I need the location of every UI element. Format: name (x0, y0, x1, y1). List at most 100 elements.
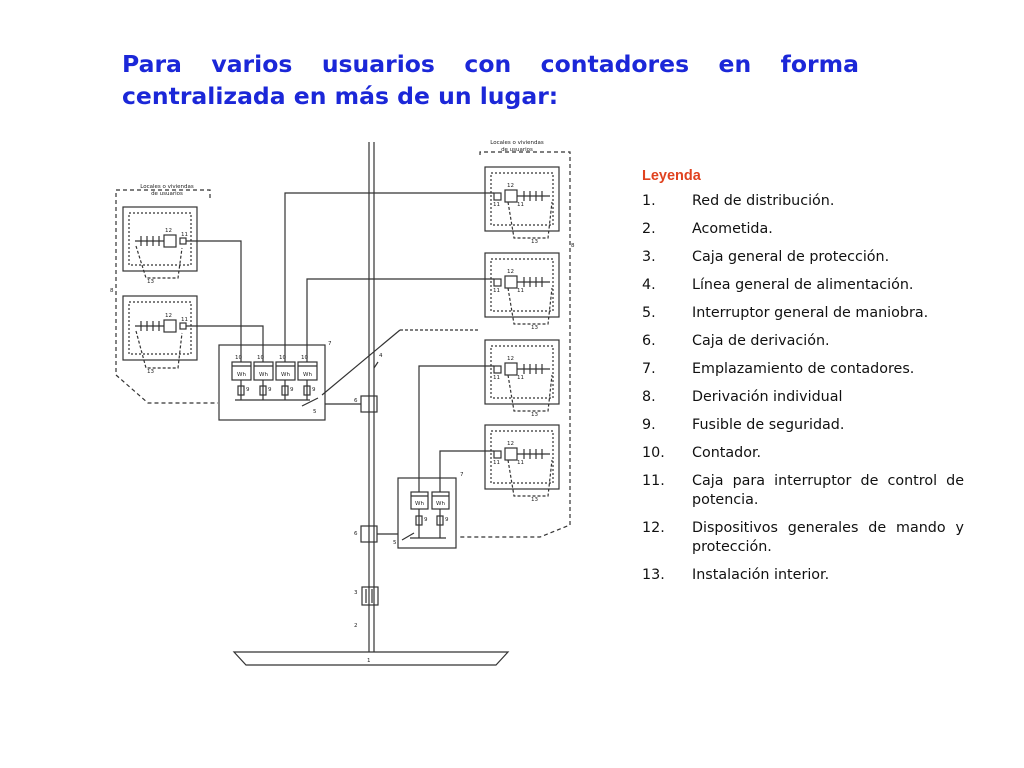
legend-item: 1. Red de distribución. (642, 192, 964, 211)
callout-8-left: 8 (110, 288, 114, 294)
dwelling-right-2 (484, 252, 560, 325)
callout-10: 10 (301, 355, 308, 361)
legend-item-number: 9. (642, 417, 656, 433)
callout-9: 9 (268, 387, 272, 393)
legend-item-number: 7. (642, 361, 656, 377)
meter-label: Wh (303, 372, 312, 378)
callout-11: 11 (517, 288, 524, 294)
legend-item: 4.Línea general de alimentación. (642, 276, 964, 295)
callout-12: 12 (507, 441, 514, 447)
callout-13: 13 (531, 497, 538, 503)
callout-4: 4 (379, 353, 383, 359)
legend-item-number: 11. (642, 473, 665, 489)
general-protection-box (361, 586, 379, 606)
callout-11: 11 (517, 375, 524, 381)
callout-2: 2 (354, 623, 358, 629)
legend-item: 11.Caja para interruptor de control de p… (642, 472, 964, 510)
callout-12: 12 (507, 183, 514, 189)
dwelling-right-1 (484, 166, 560, 239)
group-label-right-line2: de usuarios (501, 147, 533, 153)
slide-title: Para varios usuarios con contadores en f… (122, 50, 859, 110)
distribution-network (232, 651, 510, 666)
callout-12: 12 (507, 356, 514, 362)
callout-11: 11 (493, 202, 500, 208)
callout-1: 1 (367, 658, 371, 664)
legend-item: 7. Emplazamiento de contadores. (642, 360, 964, 379)
callout-12: 12 (165, 313, 172, 319)
callout-11: 11 (493, 288, 500, 294)
legend-item-number: 6. (642, 333, 656, 349)
group-label-left-line2: de usuarios (151, 191, 183, 197)
legend-item: 13. Instalación interior. (642, 566, 964, 585)
legend-item-text: Emplazamiento de contadores. (692, 361, 915, 377)
legend-heading: Leyenda (642, 168, 701, 184)
legend-item: 12. Dispositivos generales de mando y pro… (642, 519, 964, 557)
legend-item-text: Red de distribución. (692, 193, 835, 209)
callout-11: 11 (517, 460, 524, 466)
callout-6-upper: 6 (354, 398, 358, 404)
legend-item: 8. Derivación individual (642, 388, 964, 407)
meter-label: Wh (436, 501, 445, 507)
dwelling-right-3 (484, 339, 560, 412)
callout-9: 9 (246, 387, 250, 393)
callout-7-upper: 7 (328, 341, 332, 347)
meter-group-upper (231, 361, 318, 400)
group-label-left-line1: Locales o viviendas (140, 184, 194, 190)
meter-label: Wh (415, 501, 424, 507)
callout-13: 13 (531, 325, 538, 331)
callout-13: 13 (147, 369, 154, 375)
group-label-right-line1: Locales o viviendas (490, 140, 544, 146)
callout-12: 12 (165, 228, 172, 234)
legend-list: 1. Red de distribución. 2. Acometida. 3. Ca… (642, 192, 964, 585)
callout-3: 3 (354, 590, 358, 596)
callout-6-lower: 6 (354, 531, 358, 537)
callout-5: 5 (313, 409, 317, 415)
legend-item-text: Derivación individual (692, 389, 843, 405)
legend-item-number: 3. (642, 249, 656, 265)
legend-item-number: 1. (642, 193, 656, 209)
legend-item: 5.Interruptor general de maniobra. (642, 304, 964, 323)
callout-13: 13 (531, 412, 538, 418)
meter-label: Wh (237, 372, 246, 378)
legend: Leyenda 1. Red de distribución. 2. Acometi… (642, 168, 964, 594)
legend-item-number: 13. (642, 567, 665, 583)
callout-10: 10 (235, 355, 242, 361)
legend-item: 10. Contador. (642, 444, 964, 463)
legend-item-number: 10. (642, 445, 665, 461)
legend-item-number: 2. (642, 221, 656, 237)
meter-group-lower (410, 491, 450, 538)
legend-item-text: Fusible de seguridad. (692, 417, 845, 433)
callout-10: 10 (257, 355, 264, 361)
callout-9: 9 (290, 387, 294, 393)
legend-item-number: 5. (642, 305, 656, 321)
legend-item-text: Acometida. (692, 221, 773, 237)
callout-11: 11 (493, 460, 500, 466)
callout-11: 11 (493, 375, 500, 381)
callout-13: 13 (531, 239, 538, 245)
callout-9: 9 (445, 517, 449, 523)
legend-item-number: 12. (642, 520, 665, 536)
callout-11: 11 (181, 232, 188, 238)
callout-10: 10 (279, 355, 286, 361)
meter-emplacement-lower (397, 477, 457, 549)
callout-8-right: 8 (571, 243, 575, 249)
legend-item-text: Caja de derivación. (692, 333, 830, 349)
legend-item: 6. Caja de derivación. (642, 332, 964, 351)
dwelling-left-2 (122, 295, 198, 369)
legend-item-number: 8. (642, 389, 656, 405)
legend-item-text: Contador. (692, 445, 762, 461)
dwelling-right-4 (484, 424, 560, 497)
callout-9: 9 (424, 517, 428, 523)
callout-12: 12 (507, 269, 514, 275)
legend-item-text: Caja general de protección. (692, 249, 890, 265)
callout-13: 13 (147, 279, 154, 285)
legend-item: 9. Fusible de seguridad. (642, 416, 964, 435)
legend-item: 2. Acometida. (642, 220, 964, 239)
meter-emplacement-upper (218, 344, 326, 421)
legend-item-text: Dispositivos generales de mando y protec… (692, 520, 964, 555)
legend-item-text: Instalación interior. (692, 567, 830, 583)
meter-label: Wh (281, 372, 290, 378)
callout-11: 11 (181, 317, 188, 323)
dwelling-left-1 (122, 206, 198, 279)
